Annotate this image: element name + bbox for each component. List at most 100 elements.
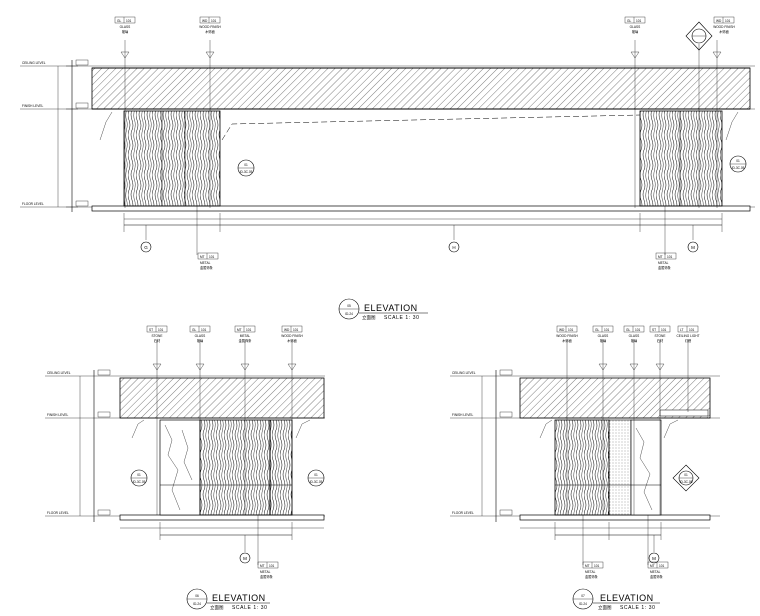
tag-material: METAL	[585, 570, 596, 574]
tag-code: GL	[595, 328, 599, 332]
elevation-07: CEILING LEVEL FINISH LEVEL FLOOR LEVEL	[450, 325, 720, 611]
tag-number: 101	[293, 328, 299, 332]
material-tag: ST 101 STONE 石材	[146, 325, 168, 371]
elevation-title: 06 ID-24 ELEVATION 立面图 SCALE 1: 30	[186, 588, 270, 611]
title-number: 05	[347, 304, 351, 308]
material-tag: GL 101 GLASS 玻璃	[114, 16, 136, 59]
tag-number: 101	[568, 328, 574, 332]
stone-panel-left	[159, 419, 201, 516]
tag-material: METAL	[200, 261, 211, 265]
tag-code: ST	[652, 328, 656, 332]
tag-material-cn: 石材	[154, 338, 161, 343]
marker-number: 01	[736, 159, 740, 163]
tag-material: METAL	[240, 334, 251, 338]
tag-material-cn: 玻璃	[197, 338, 204, 343]
tag-number: 101	[689, 328, 695, 332]
section-marker: 01 ID-3C.05	[130, 469, 148, 487]
material-tag: WD 101 WOOD FINISH 木饰面	[281, 325, 303, 371]
tag-material: METAL	[650, 570, 661, 574]
title-scale: SCALE 1: 30	[232, 605, 268, 611]
marker-sheet: ID-3C.05	[310, 480, 323, 484]
tag-material-cn: 金属饰条	[585, 574, 599, 579]
tag-code: GL	[627, 19, 631, 23]
material-tag-bottom: MT 101 METAL 金属饰条	[655, 252, 677, 270]
section-diamond-marker: 01 ID-3C.05	[672, 464, 700, 492]
tag-number: 101	[659, 564, 665, 568]
title-text-cn: 立面图	[598, 604, 612, 611]
tag-material: STONE	[655, 334, 666, 338]
tag-code: GL	[626, 328, 630, 332]
tag-number: 101	[667, 255, 673, 259]
tag-number: 101	[604, 328, 610, 332]
tag-number: 101	[246, 328, 252, 332]
material-tag: WD 101 WOOD FINISH 木饰面	[199, 16, 221, 59]
wood-panel	[199, 419, 293, 516]
svg-text:FINISH LEVEL: FINISH LEVEL	[452, 413, 473, 417]
floor-slab	[519, 514, 711, 521]
tag-leaders	[124, 40, 718, 208]
dimension-line	[123, 206, 723, 255]
material-tag: MT 101 METAL 金属饰条	[234, 325, 256, 371]
marker-number: 01	[244, 163, 248, 167]
svg-text:FLOOR LEVEL: FLOOR LEVEL	[22, 202, 44, 206]
title-scale: SCALE 1: 30	[620, 605, 656, 611]
grid-label: M	[652, 556, 656, 561]
svg-text:CEILING LEVEL: CEILING LEVEL	[47, 371, 71, 375]
marker-sheet: ID-3C.05	[133, 480, 146, 484]
tag-number: 101	[209, 255, 215, 259]
marker-sheet: ID-3C.05	[240, 170, 253, 174]
grid-bubble-M: M	[648, 552, 660, 564]
floor-slab	[119, 514, 325, 521]
svg-text:FLOOR LEVEL: FLOOR LEVEL	[452, 511, 474, 515]
wood-panel	[554, 419, 610, 516]
grid-label: G	[144, 245, 148, 250]
material-tag: GL 101 GLASS 玻璃	[592, 325, 614, 371]
elevation-05: CEILING LEVEL FINISH LEVEL FLOOR LEVEL	[20, 16, 755, 321]
tag-number: 101	[661, 328, 667, 332]
tag-material: WOOD FINISH	[556, 334, 578, 338]
tag-code: WD	[202, 19, 208, 23]
tag-code: GL	[117, 19, 121, 23]
title-text: ELEVATION	[364, 303, 418, 313]
material-tag: GL 101 GLASS 玻璃	[189, 325, 211, 371]
material-tag: WD 101 WOOD FINISH 木饰面	[556, 325, 578, 343]
grid-bubble-H: H	[448, 241, 460, 253]
tag-material-cn: 金属饰条	[260, 574, 274, 579]
section-diamond-marker	[685, 21, 713, 51]
svg-text:CEILING LEVEL: CEILING LEVEL	[22, 61, 46, 65]
ceiling-slab	[91, 67, 751, 110]
tag-material: WOOD FINISH	[281, 334, 303, 338]
tag-material-cn: 灯槽	[685, 338, 692, 343]
marker-number: 01	[314, 473, 318, 477]
tag-code: WD	[716, 19, 722, 23]
elevation-06: CEILING LEVEL FINISH LEVEL FLOOR LEVEL	[45, 325, 325, 611]
material-tag: WD 101 WOOD FINISH 木饰面	[712, 16, 735, 59]
svg-text:CEILING LEVEL: CEILING LEVEL	[452, 371, 476, 375]
tag-number: 101	[269, 564, 275, 568]
grid-label: M	[243, 556, 247, 561]
tag-material: CEILING LIGHT	[676, 334, 699, 338]
material-tag: ST 101 STONE 石材	[649, 325, 671, 371]
tag-number: 101	[636, 19, 642, 23]
tag-leaders	[566, 340, 689, 515]
tag-material-cn: 玻璃	[600, 338, 607, 343]
tag-number: 101	[201, 328, 207, 332]
section-marker: 01 ID-3C.05	[307, 469, 325, 487]
material-tag-bottom: MT 101 METAL 金属饰条	[257, 561, 279, 579]
svg-text:FINISH LEVEL: FINISH LEVEL	[47, 413, 68, 417]
grid-bubble-M: M	[687, 241, 699, 253]
material-tag-bottom: MT 101 METAL 金属饰条	[197, 252, 219, 270]
material-tag: GL 101 GLASS 玻璃	[624, 16, 646, 59]
dimension-line	[120, 515, 324, 565]
tag-material: METAL	[260, 570, 271, 574]
section-marker: 01 ID-3C.05	[237, 159, 255, 177]
tag-material-cn: 金属饰条	[200, 265, 214, 270]
tag-code: MT	[650, 564, 655, 568]
tag-material: WOOD FINISH	[713, 25, 735, 29]
title-sheet: ID-24	[345, 312, 353, 316]
elevation-title: 07 ID-24 ELEVATION 立面图 SCALE 1: 30	[572, 588, 660, 611]
material-tag: LT 101 CEILING LIGHT 灯槽	[676, 325, 700, 343]
title-number: 06	[195, 594, 199, 598]
tag-material: GLASS	[630, 25, 641, 29]
